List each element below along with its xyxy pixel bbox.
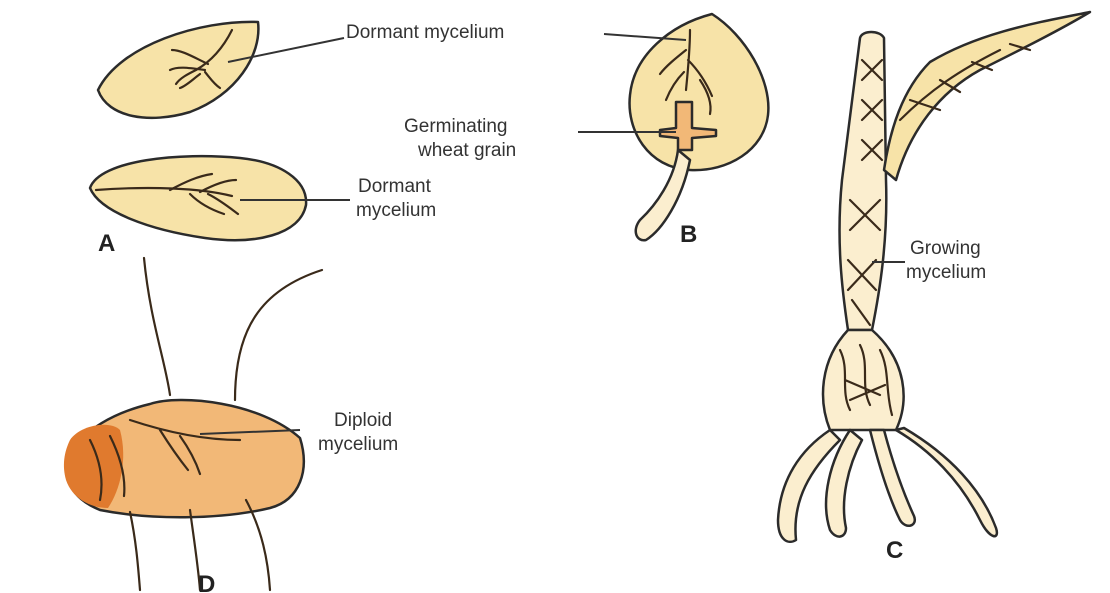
- panel-a: A: [90, 22, 350, 257]
- label-diploid-line2: mycelium: [318, 434, 398, 455]
- grain-a-lower: [90, 156, 306, 240]
- panel-label-c: C: [886, 537, 903, 564]
- label-germinating-line2: wheat grain: [417, 140, 516, 161]
- label-dormant-lower-line2: mycelium: [356, 200, 436, 221]
- label-growing-line1: Growing: [910, 238, 981, 259]
- label-dormant-mycelium-upper: Dormant mycelium: [346, 22, 504, 43]
- panel-label-a: A: [98, 230, 115, 257]
- infected-patch-d: [64, 425, 123, 508]
- tube-d: [144, 258, 322, 400]
- panel-d: D: [64, 258, 322, 593]
- grain-a-upper: [98, 22, 258, 118]
- leaf-c: [884, 12, 1090, 180]
- label-dormant-lower-line1: Dormant: [358, 176, 432, 197]
- panel-label-b: B: [680, 221, 697, 248]
- label-diploid-line1: Diploid: [334, 410, 392, 431]
- panel-b: B: [578, 14, 768, 248]
- roots-c: [778, 428, 997, 542]
- label-germinating-line1: Germinating: [404, 116, 508, 137]
- panel-label-d: D: [198, 571, 215, 593]
- panel-c: C: [778, 12, 1090, 564]
- label-growing-line2: mycelium: [906, 262, 986, 283]
